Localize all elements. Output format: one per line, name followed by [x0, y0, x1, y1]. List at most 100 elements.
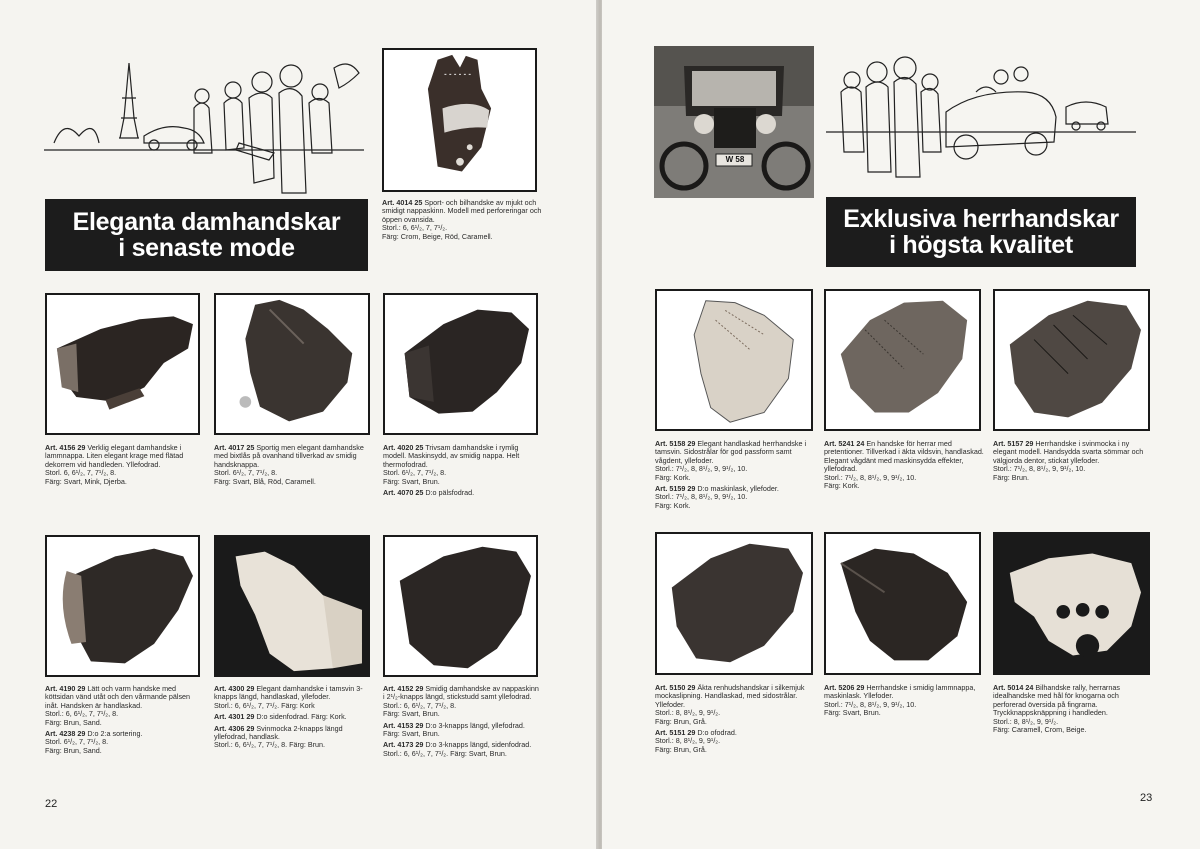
banner-line-1: Eleganta damhandskar — [72, 207, 341, 236]
description: Smidig damhandske av nappaskinn i 2¹/₂-k… — [383, 684, 539, 702]
banner-line-1: Exklusiva herrhandskar — [843, 204, 1119, 233]
colors: Färg: Svart, Brun. — [383, 476, 440, 486]
colors: Färg: Kork — [281, 700, 315, 710]
caption-5206: Art. 5206 29 Herrhandske i smidig lammna… — [824, 683, 984, 721]
banner-line-2: i högsta kvalitet — [889, 231, 1073, 259]
description: Äkta renhudshandskar i silkemjuk mockasl… — [655, 683, 805, 709]
left-page: Eleganta damhandskar i senaste mode Art.… — [0, 0, 598, 849]
caption-4152: Art. 4152 29 Smidig damhandske av nappas… — [383, 684, 541, 761]
description: D:o sidenfodrad. — [256, 712, 310, 722]
colors: Färg: Svart, Mink, Djerba. — [45, 476, 127, 486]
glove-photo-4152 — [383, 535, 538, 677]
caption-4017: Art. 4017 25 Sportig men elegant damhand… — [214, 443, 372, 489]
license-plate: W 58 — [725, 155, 745, 164]
sizes: Storl. 6, 6¹/₂, 7, 7¹/₂, 8. — [45, 468, 117, 478]
description: Herrhandske i svinmocka i ny elegant mod… — [993, 439, 1144, 465]
caption-5158: Art. 5158 29 Elegant handlaskad herrhand… — [655, 439, 815, 513]
art-number: Art. 5151 29 — [655, 728, 696, 738]
colors: Färg: Svart, Brun. — [450, 748, 507, 758]
sizes: Storl.: 7¹/₂, 8, 8¹/₂, 9, 9¹/₂, 10. — [824, 472, 917, 482]
description: Sportig men elegant damhandske med bixtl… — [214, 443, 364, 469]
description: D:o 3-knapps längd, yllefodrad. — [425, 720, 525, 730]
colors: Färg: Svart, Brun. — [383, 709, 440, 719]
glove-photo-4156 — [45, 293, 200, 435]
art-number: Art. 4020 25 — [383, 443, 424, 452]
colors: Färg: Caramell, Crom, Beige. — [993, 725, 1087, 735]
spine-gutter — [596, 0, 604, 849]
colors: Färg: Brun, Grå. — [655, 716, 707, 726]
glove-photo-4190 — [45, 535, 200, 677]
description: Svinmocka 2-knapps längd yllefodrad, han… — [214, 723, 343, 742]
art-number: Art. 4156 29 — [45, 443, 86, 452]
sizes: Storl.: 6, 6¹/₂, 7, 7¹/₂, 8. — [45, 709, 119, 719]
colors: Färg: Brun. — [289, 740, 326, 750]
sizes: Storl.: 7¹/₂, 8, 8¹/₂, 9, 9¹/₂, 10. — [655, 492, 748, 502]
sizes: Storl.: 6, 6¹/₂, 7, 7¹/₂, 8. — [383, 700, 457, 710]
sizes: Storl.: 6, 6¹/₂, 7, 7¹/₂. — [214, 700, 280, 710]
glove-photo-4020 — [383, 293, 538, 435]
description: Trivsam damhandske i rymlig modell. Mask… — [383, 443, 520, 469]
vintage-car-photo: W 58 — [654, 46, 814, 198]
page-number-left: 22 — [45, 798, 58, 810]
description: D:o pälsfodrad. — [425, 488, 475, 498]
caption-4014: Art. 4014 25 Sport- och bilhandske av mj… — [382, 198, 542, 244]
colors: Färg: Svart, Blå, Röd, Caramell. — [214, 476, 316, 486]
sports-car-sketch-illustration — [826, 56, 1136, 178]
art-number: Art. 5157 29 — [993, 439, 1034, 448]
description: D:o 3-knapps längd, sidenfodrad. — [425, 740, 532, 750]
description: D:o 2:a sortering. — [87, 729, 143, 739]
sizes: Storl. 6¹/₂, 7, 7¹/₂, 8. — [45, 737, 109, 747]
sizes: Storl.: 6, 6¹/₂, 7, 7¹/₂. — [382, 223, 448, 233]
right-page: W 58 Exklusiva herrhandskar i högsta kva… — [602, 0, 1200, 849]
art-number: Art. 4190 29 — [45, 684, 86, 693]
sizes: Storl.: 7¹/₂, 8, 8¹/₂, 9, 9¹/₂, 10. — [993, 464, 1086, 474]
art-number: Art. 4301 29 — [214, 712, 255, 722]
description: D:o maskinlask, yllefoder. — [697, 484, 779, 494]
paris-sketch-illustration — [44, 62, 364, 194]
caption-5241: Art. 5241 24 En handske för herrar med p… — [824, 439, 984, 493]
description: D:o ofodrad. — [697, 728, 737, 738]
art-number: Art. 4173 29 — [383, 740, 424, 750]
art-number: Art. 4070 25 — [383, 488, 424, 498]
description: Elegant handlaskad herrhandske i tamsvin… — [655, 439, 807, 465]
glove-photo-4300 — [214, 535, 370, 677]
caption-4156: Art. 4156 29 Verklig elegant damhandske … — [45, 443, 203, 489]
art-number: Art. 5014 24 — [993, 683, 1034, 692]
art-number: Art. 5158 29 — [655, 439, 696, 448]
colors: Färg: Kork. — [655, 472, 691, 482]
sizes: Storl.: 7¹/₂, 8, 8¹/₂, 9, 9¹/₂, 10. — [655, 464, 748, 474]
sizes: Storl.: 8, 8¹/₂, 9, 9¹/₂. — [993, 716, 1059, 726]
colors: Färg: Kork. — [824, 481, 860, 491]
art-number: Art. 4014 25 — [382, 198, 423, 207]
colors: Färg: Svart, Brun. — [383, 729, 440, 739]
description: Elegant damhandske i tamsvin 3-knapps lä… — [214, 684, 363, 702]
sizes: Storl. 6¹/₂, 7, 7¹/₂, 8. — [383, 468, 447, 478]
right-page-banner: Exklusiva herrhandskar i högsta kvalitet — [826, 197, 1136, 267]
sizes: Storl.: 7¹/₂, 8, 8¹/₂, 9, 9¹/₂, 10. — [824, 699, 917, 709]
caption-5150: Art. 5150 29 Äkta renhudshandskar i silk… — [655, 683, 815, 757]
glove-photo-5206 — [824, 532, 981, 675]
glove-photo-5157 — [993, 289, 1150, 431]
left-page-banner: Eleganta damhandskar i senaste mode — [45, 199, 368, 271]
colors: Färg: Brun, Sand. — [45, 745, 102, 755]
sizes: Storl.: 8, 8¹/₂, 9, 9¹/₂. — [655, 736, 721, 746]
sizes: Storl.: 6, 6¹/₂, 7, 7¹/₂. — [383, 748, 449, 758]
caption-5014: Art. 5014 24 Bilhandske rally, herrarnas… — [993, 683, 1153, 737]
sizes: Storl.: 8, 8¹/₂, 9, 9¹/₂. — [655, 708, 721, 718]
colors: Färg: Svart, Brun. — [824, 708, 881, 718]
glove-photo-5158 — [655, 289, 813, 431]
glove-photo-4017 — [214, 293, 370, 435]
caption-4190: Art. 4190 29 Lätt och varm handske med k… — [45, 684, 203, 758]
description: Verklig elegant damhandske i lammnappa. … — [45, 443, 184, 469]
caption-5157: Art. 5157 29 Herrhandske i svinmocka i n… — [993, 439, 1153, 485]
description: En handske för herrar med pretentioner. … — [824, 439, 984, 474]
art-number: Art. 4017 25 — [214, 443, 255, 452]
colors: Färg: Brun, Grå. — [655, 744, 707, 754]
colors: Färg: Kork. — [311, 712, 347, 722]
sizes: Storl. 6¹/₂, 7, 7¹/₂, 8. — [214, 468, 278, 478]
glove-photo-5014 — [993, 532, 1150, 675]
art-number: Art. 4238 29 — [45, 729, 86, 739]
art-number: Art. 5159 29 — [655, 484, 696, 494]
description: Herrhandske i smidig lammnappa, maskinla… — [824, 683, 976, 701]
